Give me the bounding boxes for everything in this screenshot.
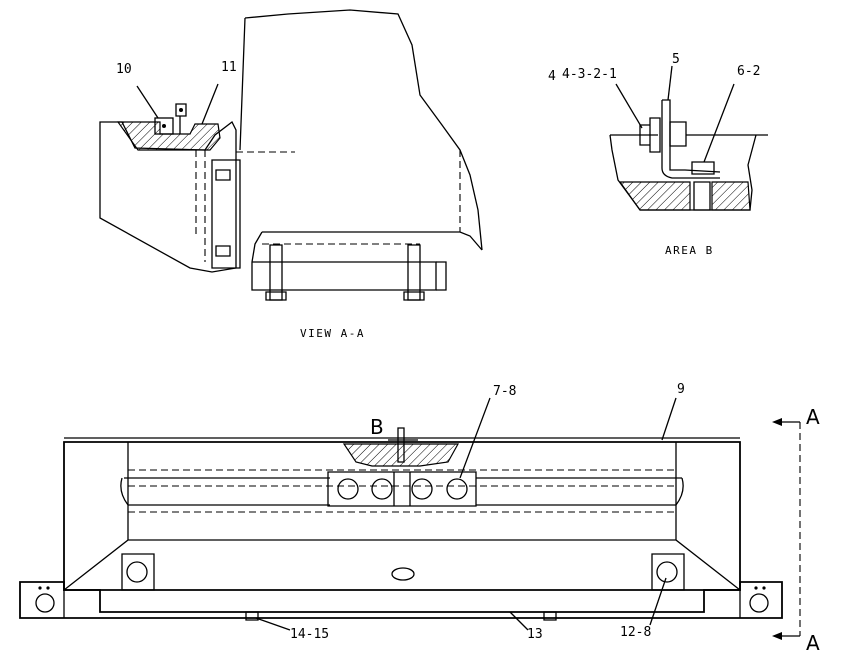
boss-hole-right	[656, 561, 678, 583]
callout-13: 13	[527, 627, 543, 642]
view-aa-bolt-10	[162, 124, 166, 128]
callout-11: 11	[221, 60, 237, 75]
area-b-cutaway-hatch	[342, 443, 460, 467]
callout-14-15: 14-15	[290, 627, 329, 642]
view-aa-clip-hole	[179, 108, 183, 112]
corner-bosses	[121, 553, 685, 591]
area-b-cutaway-bolt	[388, 427, 418, 463]
area-b-detail: 4 4-3-2-1 5 6-2 AREA B	[548, 52, 768, 257]
area-b-bolt-stack	[639, 117, 687, 153]
view-a-a: 10 11 VIEW A-A	[99, 9, 483, 340]
view-aa-clip-11	[175, 103, 187, 134]
view-aa-beam-bolts	[269, 244, 421, 301]
center-slot	[391, 567, 415, 581]
boss-hole-left	[126, 561, 148, 583]
leader-14-15	[255, 617, 291, 631]
bolt-head-4	[446, 478, 468, 500]
view-aa-beam-nuts	[265, 291, 425, 301]
bolt-head-2	[371, 478, 393, 500]
base-hole-right	[749, 593, 769, 613]
area-b-plate-5	[661, 99, 721, 179]
view-aa-bracket-10	[154, 117, 174, 135]
section-marker-a-bottom: A	[806, 631, 820, 655]
rail-outline	[120, 477, 684, 506]
callout-4-3-2-1: 4-3-2-1	[562, 67, 617, 82]
section-arrow-heads	[772, 418, 782, 640]
callout-6-2: 6-2	[737, 64, 760, 79]
area-b-section-hatch	[618, 181, 751, 211]
base-dot-2	[46, 586, 50, 590]
leader-12-8	[649, 577, 667, 626]
callout-4: 4	[548, 69, 556, 84]
marker-b: B	[370, 415, 384, 439]
base-hole-left	[35, 593, 55, 613]
section-marker-a-top: A	[806, 405, 820, 429]
leader-10	[136, 85, 159, 119]
view-aa-side-bolts	[215, 169, 231, 257]
view-aa-section-hatch	[116, 121, 221, 151]
base-dot-3	[754, 586, 758, 590]
base-plate	[19, 581, 783, 619]
section-arrow-shafts	[776, 421, 800, 637]
caption-view-a-a: VIEW A-A	[300, 327, 365, 340]
bolt-head-1	[337, 478, 359, 500]
callout-9: 9	[677, 382, 685, 397]
view-aa-beam-end	[436, 261, 447, 291]
frame-inner-taper	[63, 442, 741, 591]
caption-area-b: AREA B	[665, 244, 714, 257]
center-mount-blocks	[327, 471, 477, 507]
view-aa-break-outline	[239, 9, 483, 251]
area-b-nut-6	[691, 161, 715, 175]
callout-5: 5	[672, 52, 680, 67]
main-elevation: 7-8 9 14-15 13 12-8 B	[19, 382, 783, 642]
leader-4-3-2-1	[615, 83, 643, 129]
bottom-bolts	[245, 611, 557, 621]
base-dot-1	[38, 586, 42, 590]
callout-7-8: 7-8	[493, 384, 516, 399]
leader-9	[661, 397, 677, 441]
callout-12-8: 12-8	[620, 625, 651, 640]
leader-6-2	[703, 83, 735, 163]
leader-11	[201, 83, 219, 125]
leader-13	[509, 611, 529, 631]
view-aa-side-plate	[211, 159, 241, 269]
callout-10: 10	[116, 62, 132, 77]
area-b-bolt-shank	[693, 181, 711, 211]
bolt-head-3	[411, 478, 433, 500]
leader-5	[667, 65, 673, 101]
view-aa-lower-beam	[251, 231, 483, 291]
leader-7-8	[459, 397, 491, 479]
section-line-a-a: A A	[772, 405, 820, 655]
base-dot-4	[762, 586, 766, 590]
